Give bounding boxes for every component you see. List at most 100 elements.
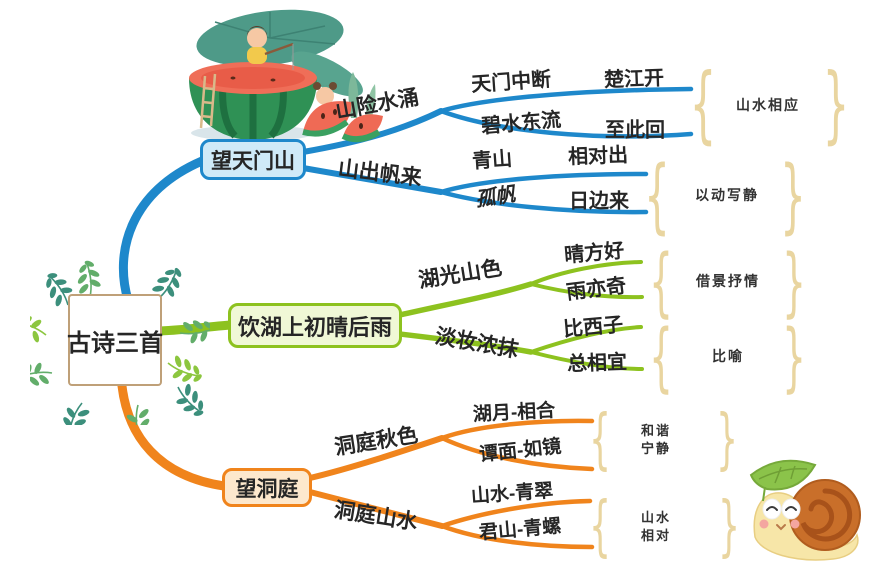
leaf-sprig <box>72 257 105 300</box>
seed <box>270 78 276 82</box>
brace-right-icon: } <box>782 238 806 326</box>
leaf-sprig <box>167 378 210 425</box>
branch-lines-blue <box>118 86 694 305</box>
note-line: 比喻 <box>712 348 744 365</box>
connector-line <box>155 320 235 336</box>
branch-node-yinhushangchuqinghouyu[interactable]: 饮湖上初晴后雨 <box>228 303 402 348</box>
girl-head <box>316 87 334 105</box>
seed <box>333 109 337 115</box>
shell-spiral <box>800 488 853 542</box>
note-line: 宁静 <box>640 441 672 456</box>
note-line: 以动写静 <box>695 187 759 204</box>
note-line: 相对 <box>640 528 672 543</box>
fishing-rod <box>264 42 294 56</box>
kid-head <box>247 28 267 48</box>
brace-right-icon: } <box>716 401 738 478</box>
brace-right-icon: } <box>822 56 850 154</box>
leaf-sprig <box>162 351 209 390</box>
leaf-label[interactable]: 比西子 <box>562 313 625 342</box>
note-text[interactable]: 以动写静 <box>695 186 759 206</box>
hair-bun <box>329 82 337 90</box>
snail-with-leaf-illustration <box>749 459 861 561</box>
small-leaf <box>291 51 363 97</box>
connector-line <box>117 381 229 491</box>
connector-line <box>438 171 649 195</box>
connector-line <box>397 281 534 318</box>
brace-left-icon: { <box>689 56 717 154</box>
seed <box>321 113 325 119</box>
seed <box>359 123 363 129</box>
connector-line <box>438 108 694 139</box>
note-text[interactable]: 比喻 <box>712 347 744 367</box>
branch-node-label: 饮湖上初晴后雨 <box>237 314 392 340</box>
note-line: 山水 <box>640 509 672 525</box>
connector-line <box>529 325 643 354</box>
branch-node-label: 望洞庭 <box>235 477 299 501</box>
brace-left-icon: { <box>644 148 670 243</box>
leaf-veins <box>214 12 336 45</box>
leaf-sprig <box>123 403 154 425</box>
connector-line <box>529 282 644 300</box>
cheek <box>790 519 800 529</box>
cheek <box>759 519 769 529</box>
hair-bun <box>313 82 321 90</box>
leaf-label[interactable]: 日边来 <box>569 190 629 213</box>
connector-line <box>307 489 445 529</box>
connector-line <box>439 435 595 472</box>
connector-line <box>438 86 694 114</box>
kid-body <box>247 47 267 64</box>
connector-line <box>439 498 593 529</box>
snail-eye <box>781 498 801 520</box>
leaf-label[interactable]: 楚江开 <box>603 67 665 92</box>
leaf-veins <box>758 465 808 484</box>
seed <box>230 76 236 80</box>
connector-line <box>439 418 595 441</box>
mouth <box>776 524 786 531</box>
note-text[interactable]: 山水 相对 <box>641 509 671 545</box>
leaf-label[interactable]: 至此回 <box>605 119 665 142</box>
note-text[interactable]: 山水相应 <box>736 96 800 116</box>
cactus-leaf <box>365 84 376 120</box>
brace-left-icon: { <box>649 238 673 326</box>
connector-line <box>529 350 644 371</box>
center-topic-label: 古诗三首 <box>67 329 163 357</box>
connector-line <box>300 165 444 195</box>
leaf-label[interactable]: 晴方好 <box>563 239 626 268</box>
brace-left-icon: { <box>589 401 611 478</box>
slice-rind <box>341 129 381 143</box>
leaf-label[interactable]: 总相宜 <box>566 351 628 376</box>
happy-eyes <box>766 506 797 511</box>
note-line: 和谐 <box>640 422 672 438</box>
leaf-sprig <box>55 397 94 425</box>
note-text[interactable]: 和谐 宁静 <box>641 422 671 458</box>
branch-node-label: 望天门山 <box>211 149 295 173</box>
brace-right-icon: } <box>718 488 740 565</box>
connector-line <box>397 331 534 355</box>
leaf-label[interactable]: 相对出 <box>567 144 629 169</box>
leaf-label[interactable]: 山水-青翠 <box>470 480 554 508</box>
leaf-label[interactable]: 湖月-相合 <box>472 400 556 426</box>
connector-line <box>438 189 649 215</box>
ladder <box>199 73 217 129</box>
brace-left-icon: { <box>589 488 611 565</box>
leaf-label[interactable]: 孤帆 <box>474 183 517 212</box>
leaf-label[interactable]: 天门中断 <box>470 68 552 97</box>
brace-right-icon: } <box>780 148 806 243</box>
leaf-stem <box>762 486 766 502</box>
connector-line <box>439 523 595 550</box>
branch-node-wangtianmenshan[interactable]: 望天门山 <box>200 139 306 180</box>
branch-lines-green <box>155 260 644 371</box>
branch-node-wangdongting[interactable]: 望洞庭 <box>222 468 312 507</box>
note-text[interactable]: 借景抒情 <box>696 272 760 292</box>
note-line: 借景抒情 <box>696 273 760 290</box>
watermelon-juice-inner <box>201 67 305 89</box>
branch-lines-orange <box>117 381 595 550</box>
center-topic-node[interactable]: 古诗三首 <box>67 294 163 386</box>
connector-line <box>118 156 207 305</box>
connector-line <box>307 435 445 481</box>
snail-eye <box>762 498 782 520</box>
leaf-label[interactable]: 青山 <box>471 148 513 173</box>
brace-left-icon: { <box>649 313 673 401</box>
